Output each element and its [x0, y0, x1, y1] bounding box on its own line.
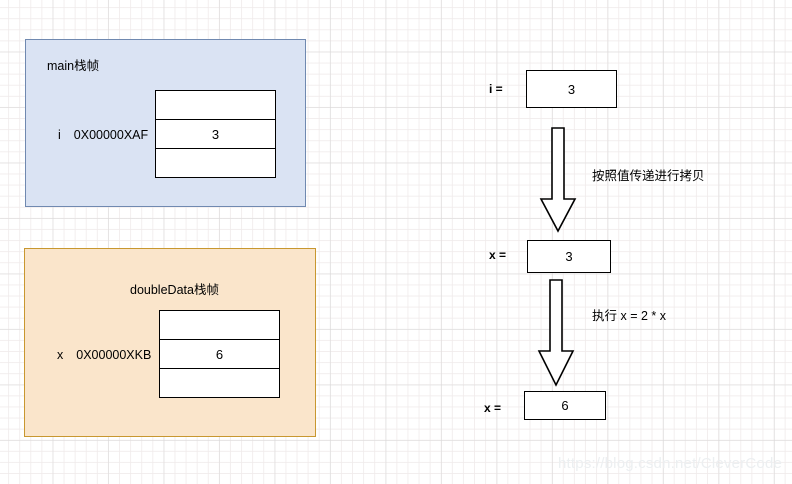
main-memory-cell-value: 3 — [156, 119, 275, 149]
main-memory-cell-top — [156, 91, 275, 119]
doubledata-variable-address: 0X00000XKB — [76, 348, 152, 362]
flow-step-2-value-box: 3 — [527, 240, 611, 273]
doubledata-memory-cell-bottom — [160, 369, 279, 397]
flow-step-3-label: x = — [484, 401, 502, 415]
doubledata-memory-table: 6 — [159, 310, 280, 398]
down-arrow-icon-1 — [539, 127, 577, 233]
main-memory-table: 3 — [155, 90, 276, 178]
doubledata-frame-variable-label: x 0X00000XKB — [57, 348, 151, 362]
main-variable-address: 0X00000XAF — [73, 128, 149, 142]
doubledata-variable-name: x — [57, 348, 64, 362]
doubledata-memory-cell-top — [160, 311, 279, 339]
watermark: https://blog.csdn.net/CleverCode — [558, 455, 783, 472]
main-frame-variable-label: i 0X00000XAF — [58, 128, 148, 142]
flow-step-3-value-box: 6 — [524, 391, 606, 420]
flow-annotation-2: 执行 x = 2 * x — [592, 309, 666, 323]
flow-annotation-1: 按照值传递进行拷贝 — [592, 169, 705, 183]
main-memory-cell-bottom — [156, 149, 275, 177]
doubledata-frame-title: doubleData栈帧 — [130, 283, 219, 297]
flow-step-1-value-box: 3 — [526, 70, 617, 108]
flow-step-1-label: i = — [489, 82, 503, 96]
flow-step-2-label: x = — [489, 248, 507, 262]
doubledata-memory-cell-value: 6 — [160, 339, 279, 369]
main-frame-title: main栈帧 — [47, 59, 100, 73]
main-variable-name: i — [58, 128, 61, 142]
down-arrow-icon-2 — [537, 279, 575, 387]
